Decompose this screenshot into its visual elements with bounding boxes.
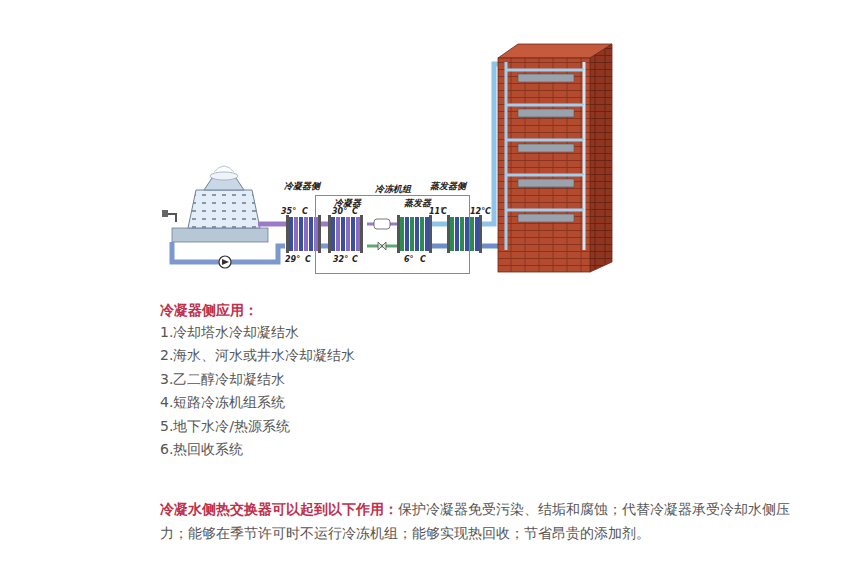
list-item: 6.热回收系统 [160, 440, 243, 458]
temperature: 29° [285, 255, 300, 264]
unit-mark: C [352, 207, 358, 216]
section-heading: 冷凝器侧应用： [160, 301, 258, 319]
note-paragraph: 冷凝水侧热交换器可以起到以下作用：保护冷凝器免受污染、结垢和腐蚀；代替冷凝器承受… [160, 497, 810, 545]
temperature: 30° [332, 207, 347, 216]
list-item: 1.冷却塔水冷却凝结水 [160, 323, 299, 341]
unit-mark: C [352, 255, 358, 264]
side-label: 蒸发器侧 [430, 181, 466, 191]
unit-mark: C [305, 255, 311, 264]
node-label: 蒸发器 [397, 198, 437, 208]
temperature: 32° [333, 255, 348, 264]
list-item: 4.短路冷冻机组系统 [160, 393, 285, 411]
note-heading: 冷凝水侧热交换器可以起到以下作用： [160, 501, 398, 517]
unit-mark: C [485, 207, 491, 216]
temperature: 12° [470, 207, 485, 216]
side-label: 冷凝器侧 [284, 181, 320, 191]
node-label: 冷凝器 [327, 198, 367, 208]
list-item: 3.乙二醇冷却凝结水 [160, 370, 285, 388]
list-item: 2.海水、河水或井水冷却凝结水 [160, 346, 355, 364]
unit-mark: C [441, 207, 447, 216]
unit-mark: C [302, 207, 308, 216]
temperature: 35° [281, 207, 296, 216]
unit-mark: C [420, 255, 426, 264]
list-item: 5.地下水冷/热源系统 [160, 417, 290, 435]
temperature: 6° [404, 255, 414, 264]
